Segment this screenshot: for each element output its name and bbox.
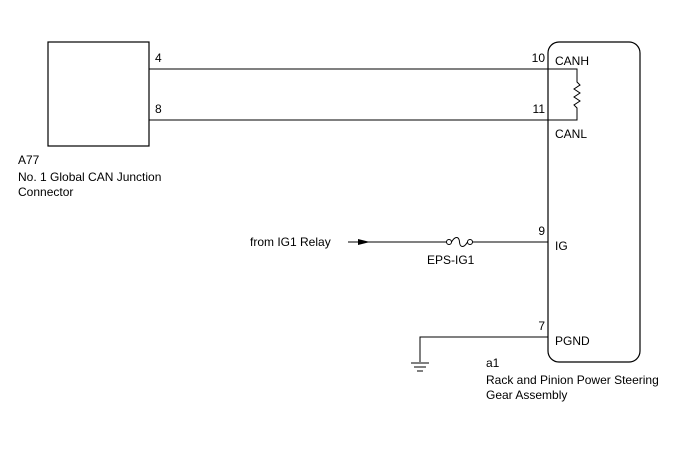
terminal-pgnd: PGND: [555, 334, 590, 348]
terminal-canh: CANH: [555, 54, 589, 68]
fuse-icon: [446, 237, 473, 247]
component-code: a1: [486, 356, 500, 370]
component-pin-canl: 11: [533, 102, 546, 116]
steering-gear-assembly-box: [547, 41, 641, 363]
connector-code: A77: [18, 153, 40, 167]
component-name-line1: Rack and Pinion Power Steering: [486, 373, 659, 387]
pgnd-wire: [419, 336, 548, 362]
component-pin-ig: 9: [538, 224, 545, 238]
connector-name-line2: Connector: [18, 185, 73, 199]
terminal-canl: CANL: [555, 127, 587, 141]
component-name-line2: Gear Assembly: [486, 388, 567, 402]
junction-connector-box: [47, 41, 150, 147]
fuse-label: EPS-IG1: [427, 253, 475, 267]
ground-icon: [411, 362, 429, 372]
power-source-label: from IG1 Relay: [250, 235, 331, 249]
component-pin-canh: 10: [532, 51, 546, 65]
termination-resistor-icon: [548, 68, 581, 121]
connector-name-line1: No. 1 Global CAN Junction: [18, 170, 161, 184]
connector-pin-can-high: 4: [155, 51, 162, 65]
component-pin-pgnd: 7: [538, 319, 545, 333]
arrow-right-icon: [358, 239, 370, 245]
terminal-ig: IG: [555, 239, 568, 253]
connector-pin-can-low: 8: [155, 102, 162, 116]
